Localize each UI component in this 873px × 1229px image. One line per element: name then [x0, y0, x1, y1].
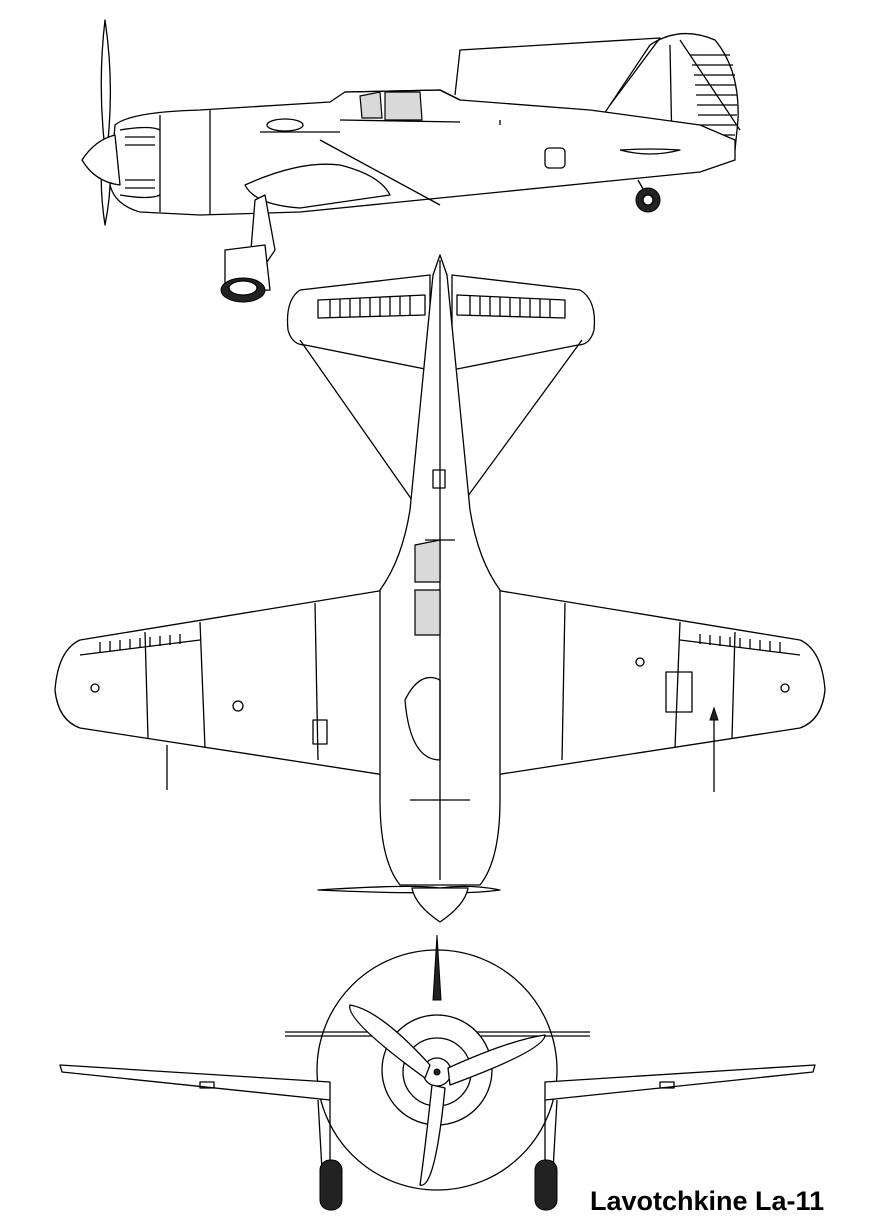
top-view: [54, 254, 826, 923]
canopy-glass: [359, 91, 383, 119]
spinner-top: [411, 887, 469, 923]
spinner: [81, 134, 121, 186]
canopy-top: [414, 539, 441, 583]
side-view: [81, 19, 741, 303]
right-wing: [494, 589, 826, 776]
right-wheel: [534, 1159, 558, 1211]
tail-fin-front: [432, 934, 442, 1001]
propeller-top: [317, 885, 501, 894]
left-stabilizer: [286, 274, 431, 371]
left-wing: [54, 589, 386, 776]
right-stabilizer: [451, 274, 596, 371]
left-wing-front: [59, 1064, 331, 1101]
fuselage: [109, 89, 736, 216]
right-wing-front: [544, 1064, 816, 1101]
front-view: [59, 934, 816, 1211]
propeller-blade: [100, 19, 112, 226]
left-wheel: [319, 1159, 343, 1211]
aircraft-caption: Lavotchkine La-11: [590, 1186, 825, 1216]
